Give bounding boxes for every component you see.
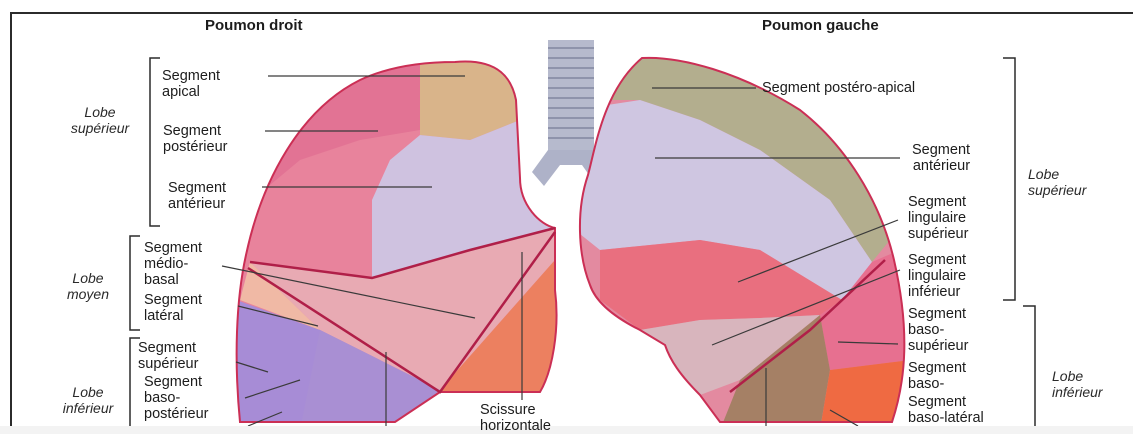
lobe-inferior-left-word: Lobe [1052, 368, 1130, 384]
label-scissure-l2: horizontale [480, 418, 551, 434]
label-segment-baso-l2: baso- [908, 376, 966, 392]
label-segment-anterior-right-l1: Segment [168, 180, 226, 196]
label-segment-posterior: Segment postérieur [163, 123, 227, 155]
label-segment-lingular-superior: Segment lingulaire supérieur [908, 194, 968, 242]
lobe-middle-right: Lobe moyen [48, 270, 128, 302]
label-segment-lateral-l1: Segment [144, 292, 202, 308]
lobe-superior-right: Lobe supérieur [60, 104, 140, 136]
label-segment-superior-right: Segment supérieur [138, 340, 198, 372]
label-segment-posterior-l1: Segment [163, 123, 227, 139]
lobe-superior-left: Lobe supérieur [1028, 166, 1128, 198]
label-segment-lingular-inferior-l3: inférieur [908, 284, 966, 300]
label-segment-superior-right-l1: Segment [138, 340, 198, 356]
label-segment-anterior-left-l2: antérieur [912, 158, 970, 174]
label-segment-anterior-left-l1: Segment [912, 142, 970, 158]
label-scissure-l1: Scissure [480, 402, 551, 418]
label-segment-lingular-superior-l3: supérieur [908, 226, 968, 242]
lobe-superior-left-word: Lobe [1028, 166, 1128, 182]
label-segment-baso-superior-l2: baso- [908, 322, 968, 338]
lobe-superior-right-word: Lobe [60, 104, 140, 120]
label-segment-apical-l1: Segment [162, 68, 220, 84]
lobe-superior-right-type: supérieur [60, 120, 140, 136]
label-segment-anterior-right-l2: antérieur [168, 196, 226, 212]
label-segment-superior-right-l2: supérieur [138, 356, 198, 372]
lobe-inferior-left-type: inférieur [1052, 384, 1130, 400]
label-segment-apical: Segment apical [162, 68, 220, 100]
label-segment-baso: Segment baso- [908, 360, 966, 392]
lobe-superior-left-type: supérieur [1028, 182, 1128, 198]
label-segment-medio-basal-l3: basal [144, 272, 202, 288]
header-left-lung: Poumon gauche [762, 18, 879, 34]
label-segment-baso-lateral: Segment baso-latéral [908, 394, 984, 426]
left-baso-lateral-segment [820, 360, 910, 426]
label-segment-anterior-left: Segment antérieur [912, 142, 970, 174]
header-right-lung: Poumon droit [205, 18, 303, 34]
label-segment-lateral: Segment latéral [144, 292, 202, 324]
label-segment-lingular-inferior-l1: Segment [908, 252, 966, 268]
label-segment-lateral-l2: latéral [144, 308, 202, 324]
label-segment-anterior-right: Segment antérieur [168, 180, 226, 212]
label-segment-baso-l1: Segment [908, 360, 966, 376]
lobe-inferior-left: Lobe inférieur [1052, 368, 1130, 400]
label-segment-lingular-superior-l2: lingulaire [908, 210, 968, 226]
label-segment-medio-basal-l2: médio- [144, 256, 202, 272]
label-segment-baso-posterior-l2: baso- [144, 390, 208, 406]
lobe-middle-right-type: moyen [48, 286, 128, 302]
lobe-inferior-right-type: inférieur [48, 400, 128, 416]
label-segment-baso-lateral-l1: Segment [908, 394, 984, 410]
label-segment-lingular-superior-l1: Segment [908, 194, 968, 210]
label-segment-baso-posterior-l1: Segment [144, 374, 208, 390]
label-segment-baso-superior-l3: supérieur [908, 338, 968, 354]
label-segment-baso-superior: Segment baso- supérieur [908, 306, 968, 354]
lobe-middle-right-word: Lobe [48, 270, 128, 286]
label-segment-lingular-inferior-l2: lingulaire [908, 268, 966, 284]
label-segment-postero-apical: Segment postéro-apical [762, 80, 915, 96]
label-segment-apical-l2: apical [162, 84, 220, 100]
left-lung [570, 50, 910, 426]
label-segment-posterior-l2: postérieur [163, 139, 227, 155]
label-segment-baso-posterior-l3: postérieur [144, 406, 208, 422]
label-segment-lingular-inferior: Segment lingulaire inférieur [908, 252, 966, 300]
label-segment-baso-posterior: Segment baso- postérieur [144, 374, 208, 422]
lobe-inferior-right-word: Lobe [48, 384, 128, 400]
label-segment-medio-basal-l1: Segment [144, 240, 202, 256]
label-segment-baso-lateral-l2: baso-latéral [908, 410, 984, 426]
label-scissure-horizontale: Scissure horizontale [480, 402, 551, 434]
lobe-inferior-right: Lobe inférieur [48, 384, 128, 416]
label-segment-medio-basal: Segment médio- basal [144, 240, 202, 288]
label-segment-baso-superior-l1: Segment [908, 306, 968, 322]
